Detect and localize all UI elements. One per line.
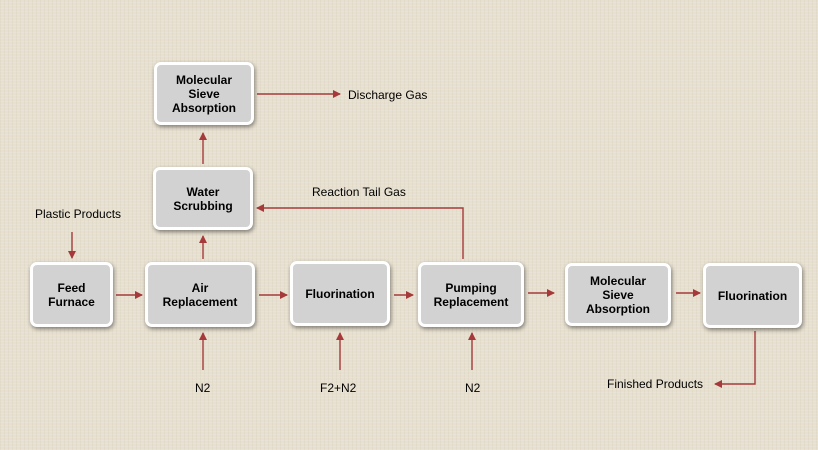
label-n2-pumping: N2 (465, 381, 481, 395)
label-f2-n2: F2+N2 (320, 381, 357, 395)
arrow-fluorination-to-finished (714, 331, 756, 388)
node-fluorination-1: Fluorination (290, 261, 390, 326)
arrow-pumping-tail-gas-to-water (256, 204, 464, 259)
label-reaction-tail-gas: Reaction Tail Gas (312, 185, 406, 199)
label-discharge-gas: Discharge Gas (348, 88, 428, 102)
label-finished-products: Finished Products (607, 377, 704, 391)
label-plastic-products: Plastic Products (35, 207, 122, 221)
node-fluorination-2: Fluorination (703, 263, 802, 328)
label-n2-air: N2 (195, 381, 211, 395)
